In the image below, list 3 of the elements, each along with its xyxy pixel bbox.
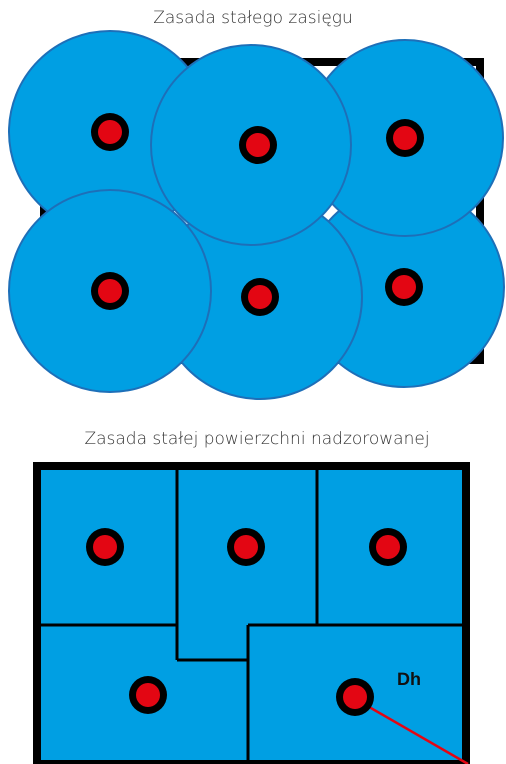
dimension-label: Dh bbox=[397, 669, 421, 690]
section-heading: Zasada stałego zasięgu bbox=[153, 8, 353, 28]
section-heading: Zasada stałej powierzchni nadzorowanej bbox=[84, 429, 430, 449]
